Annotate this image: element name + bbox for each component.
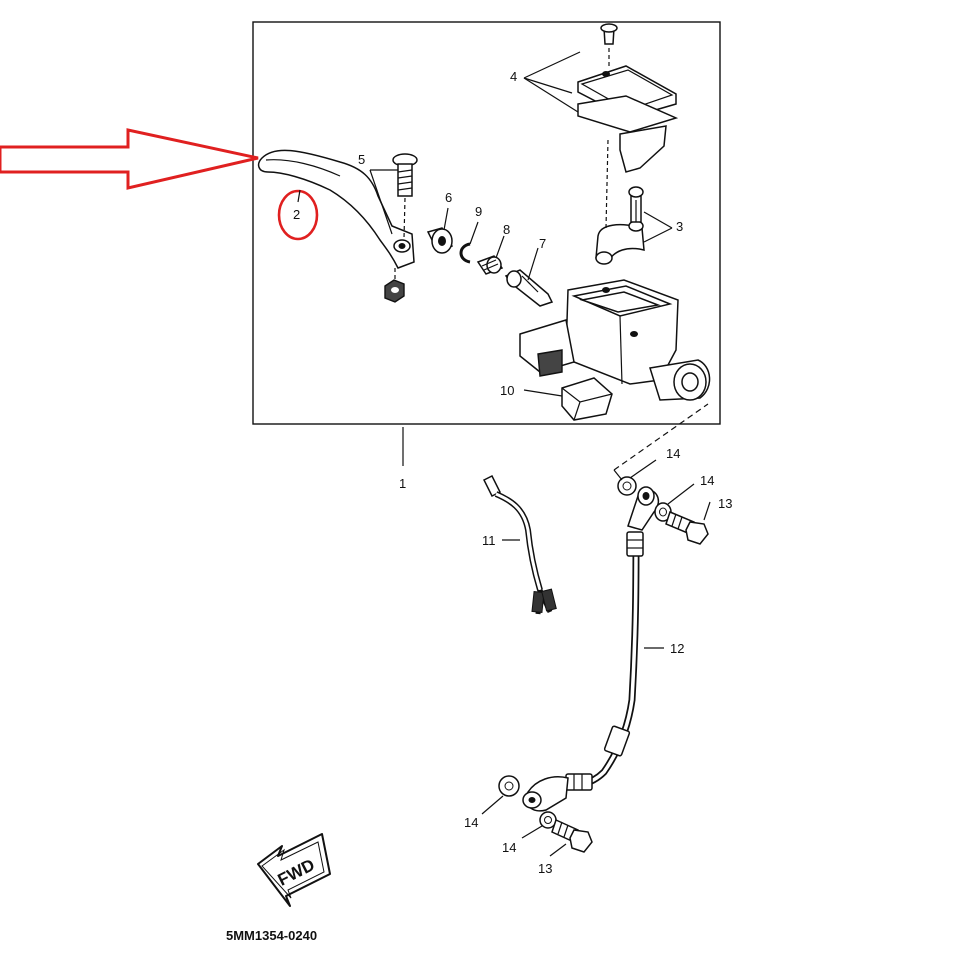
- callout-1: 1: [399, 476, 406, 491]
- callout-13-lower: 13: [538, 861, 552, 876]
- circlip: [459, 242, 471, 264]
- bushing: [426, 227, 454, 254]
- callout-numbers: 1 2 3 4 5 6 7 8 9 10 11 12 13 13 14 14 1…: [293, 69, 732, 876]
- callout-14-b: 14: [700, 473, 714, 488]
- callout-6: 6: [445, 190, 452, 205]
- piston-kit: [504, 269, 554, 307]
- callout-11: 11: [482, 533, 496, 548]
- reservoir-cap-set: [577, 23, 679, 229]
- callout-14-a: 14: [666, 446, 680, 461]
- callout-9: 9: [475, 204, 482, 219]
- callout-3: 3: [676, 219, 683, 234]
- master-cylinder: [519, 279, 711, 401]
- brake-hose: [522, 486, 660, 812]
- fwd-direction-arrow: FWD: [257, 833, 331, 907]
- switch-lead: [482, 474, 557, 615]
- lower-banjo-hardware: [498, 775, 593, 853]
- lever-nut: [384, 268, 405, 303]
- callout-8: 8: [503, 222, 510, 237]
- callout-7: 7: [539, 236, 546, 251]
- callout-4: 4: [510, 69, 517, 84]
- callout-5: 5: [358, 152, 365, 167]
- brake-lever: [257, 149, 415, 269]
- callout-13-upper: 13: [718, 496, 732, 511]
- assembly-frame: [252, 21, 721, 425]
- callout-2: 2: [293, 207, 300, 222]
- highlight-circle: [277, 189, 319, 241]
- lever-bolt: [392, 153, 418, 239]
- leader-lines: [297, 51, 711, 857]
- drawing-code: 5MM1354-0240: [226, 928, 317, 943]
- push-rod: [476, 255, 504, 275]
- callout-10: 10: [500, 383, 514, 398]
- brake-switch: [561, 377, 613, 421]
- highlight-arrow: [0, 128, 259, 190]
- callout-14-c: 14: [464, 815, 478, 830]
- upper-banjo-hardware: [617, 476, 709, 545]
- callout-14-d: 14: [502, 840, 516, 855]
- handlebar-clamp: [595, 186, 645, 265]
- callout-12: 12: [670, 641, 684, 656]
